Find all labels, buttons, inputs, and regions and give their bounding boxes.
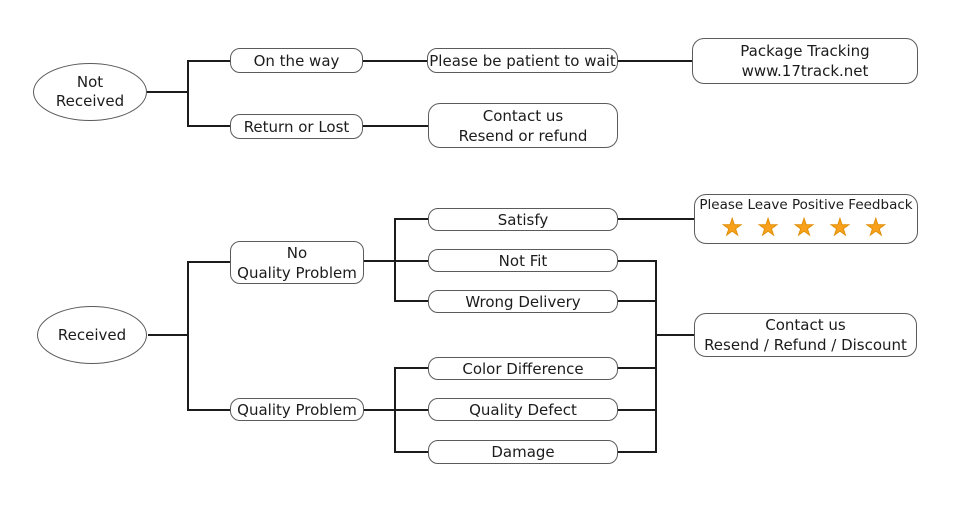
connector-line <box>618 409 656 411</box>
return-or-lost-node: Return or Lost <box>230 114 363 139</box>
connector-line <box>363 60 427 62</box>
connector-line <box>364 409 428 411</box>
connector-line <box>655 260 657 453</box>
not-fit-label: Not Fit <box>498 251 548 270</box>
contact-us-label: Contact us <box>765 316 846 334</box>
no-quality-problem-line1: No <box>286 243 308 262</box>
color-difference-label: Color Difference <box>462 359 584 378</box>
connector-line <box>364 260 428 262</box>
please-wait-label: Please be patient to wait <box>429 51 616 70</box>
received-label: Received <box>57 325 127 344</box>
return-or-lost-label: Return or Lost <box>243 117 350 136</box>
package-tracking-node: Package Tracking www.17track.net <box>692 38 918 84</box>
no-quality-problem-node: No Quality Problem <box>230 241 364 284</box>
not-received-label-line2: Received <box>55 92 125 110</box>
package-tracking-url: www.17track.net <box>741 62 869 80</box>
connector-line <box>395 218 428 220</box>
received-node: Received <box>37 306 147 364</box>
please-wait-node: Please be patient to wait <box>427 48 618 73</box>
package-tracking-label: Package Tracking <box>740 42 870 60</box>
on-the-way-label: On the way <box>253 51 340 70</box>
connector-line <box>656 334 694 336</box>
no-quality-problem-line2: Quality Problem <box>237 263 357 282</box>
connector-line <box>363 125 428 127</box>
contact-resolution-node: Contact us Resend / Refund / Discount <box>694 313 917 357</box>
connector-line <box>148 334 188 336</box>
not-received-label-line1: Not <box>76 73 104 91</box>
connector-line <box>394 218 396 302</box>
connector-line <box>618 300 656 302</box>
quality-problem-label: Quality Problem <box>237 400 357 419</box>
five-star-rating-icon: ★ ★ ★ ★ ★ <box>721 215 891 242</box>
connector-line <box>395 367 428 369</box>
connector-line <box>188 125 230 127</box>
connector-line <box>618 218 694 220</box>
connector-line <box>146 91 188 93</box>
connector-line <box>395 300 428 302</box>
satisfy-label: Satisfy <box>497 210 549 229</box>
connector-line <box>395 451 428 453</box>
not-fit-node: Not Fit <box>428 249 618 272</box>
positive-feedback-label: Please Leave Positive Feedback <box>699 197 913 213</box>
connector-line <box>394 367 396 453</box>
wrong-delivery-label: Wrong Delivery <box>465 292 581 311</box>
connector-line <box>618 260 656 262</box>
positive-feedback-node: Please Leave Positive Feedback ★ ★ ★ ★ ★ <box>694 194 918 244</box>
damage-node: Damage <box>428 440 618 464</box>
on-the-way-node: On the way <box>230 48 363 73</box>
damage-label: Damage <box>491 443 555 461</box>
quality-problem-node: Quality Problem <box>230 398 364 421</box>
contact-us-label: Contact us <box>482 106 564 125</box>
connector-line <box>188 261 230 263</box>
quality-defect-label: Quality Defect <box>469 400 577 419</box>
connector-line <box>188 60 230 62</box>
resend-refund-discount-label: Resend / Refund / Discount <box>704 336 907 354</box>
connector-line <box>187 261 189 411</box>
connector-line <box>618 451 656 453</box>
connector-line <box>187 60 189 127</box>
resend-or-refund-label: Resend or refund <box>458 126 588 145</box>
not-received-node: Not Received <box>33 63 147 121</box>
connector-line <box>618 60 692 62</box>
satisfy-node: Satisfy <box>428 208 618 231</box>
quality-defect-node: Quality Defect <box>428 398 618 421</box>
contact-resend-refund-node: Contact us Resend or refund <box>428 103 618 148</box>
color-difference-node: Color Difference <box>428 357 618 380</box>
wrong-delivery-node: Wrong Delivery <box>428 290 618 313</box>
connector-line <box>188 409 230 411</box>
connector-line <box>618 367 656 369</box>
